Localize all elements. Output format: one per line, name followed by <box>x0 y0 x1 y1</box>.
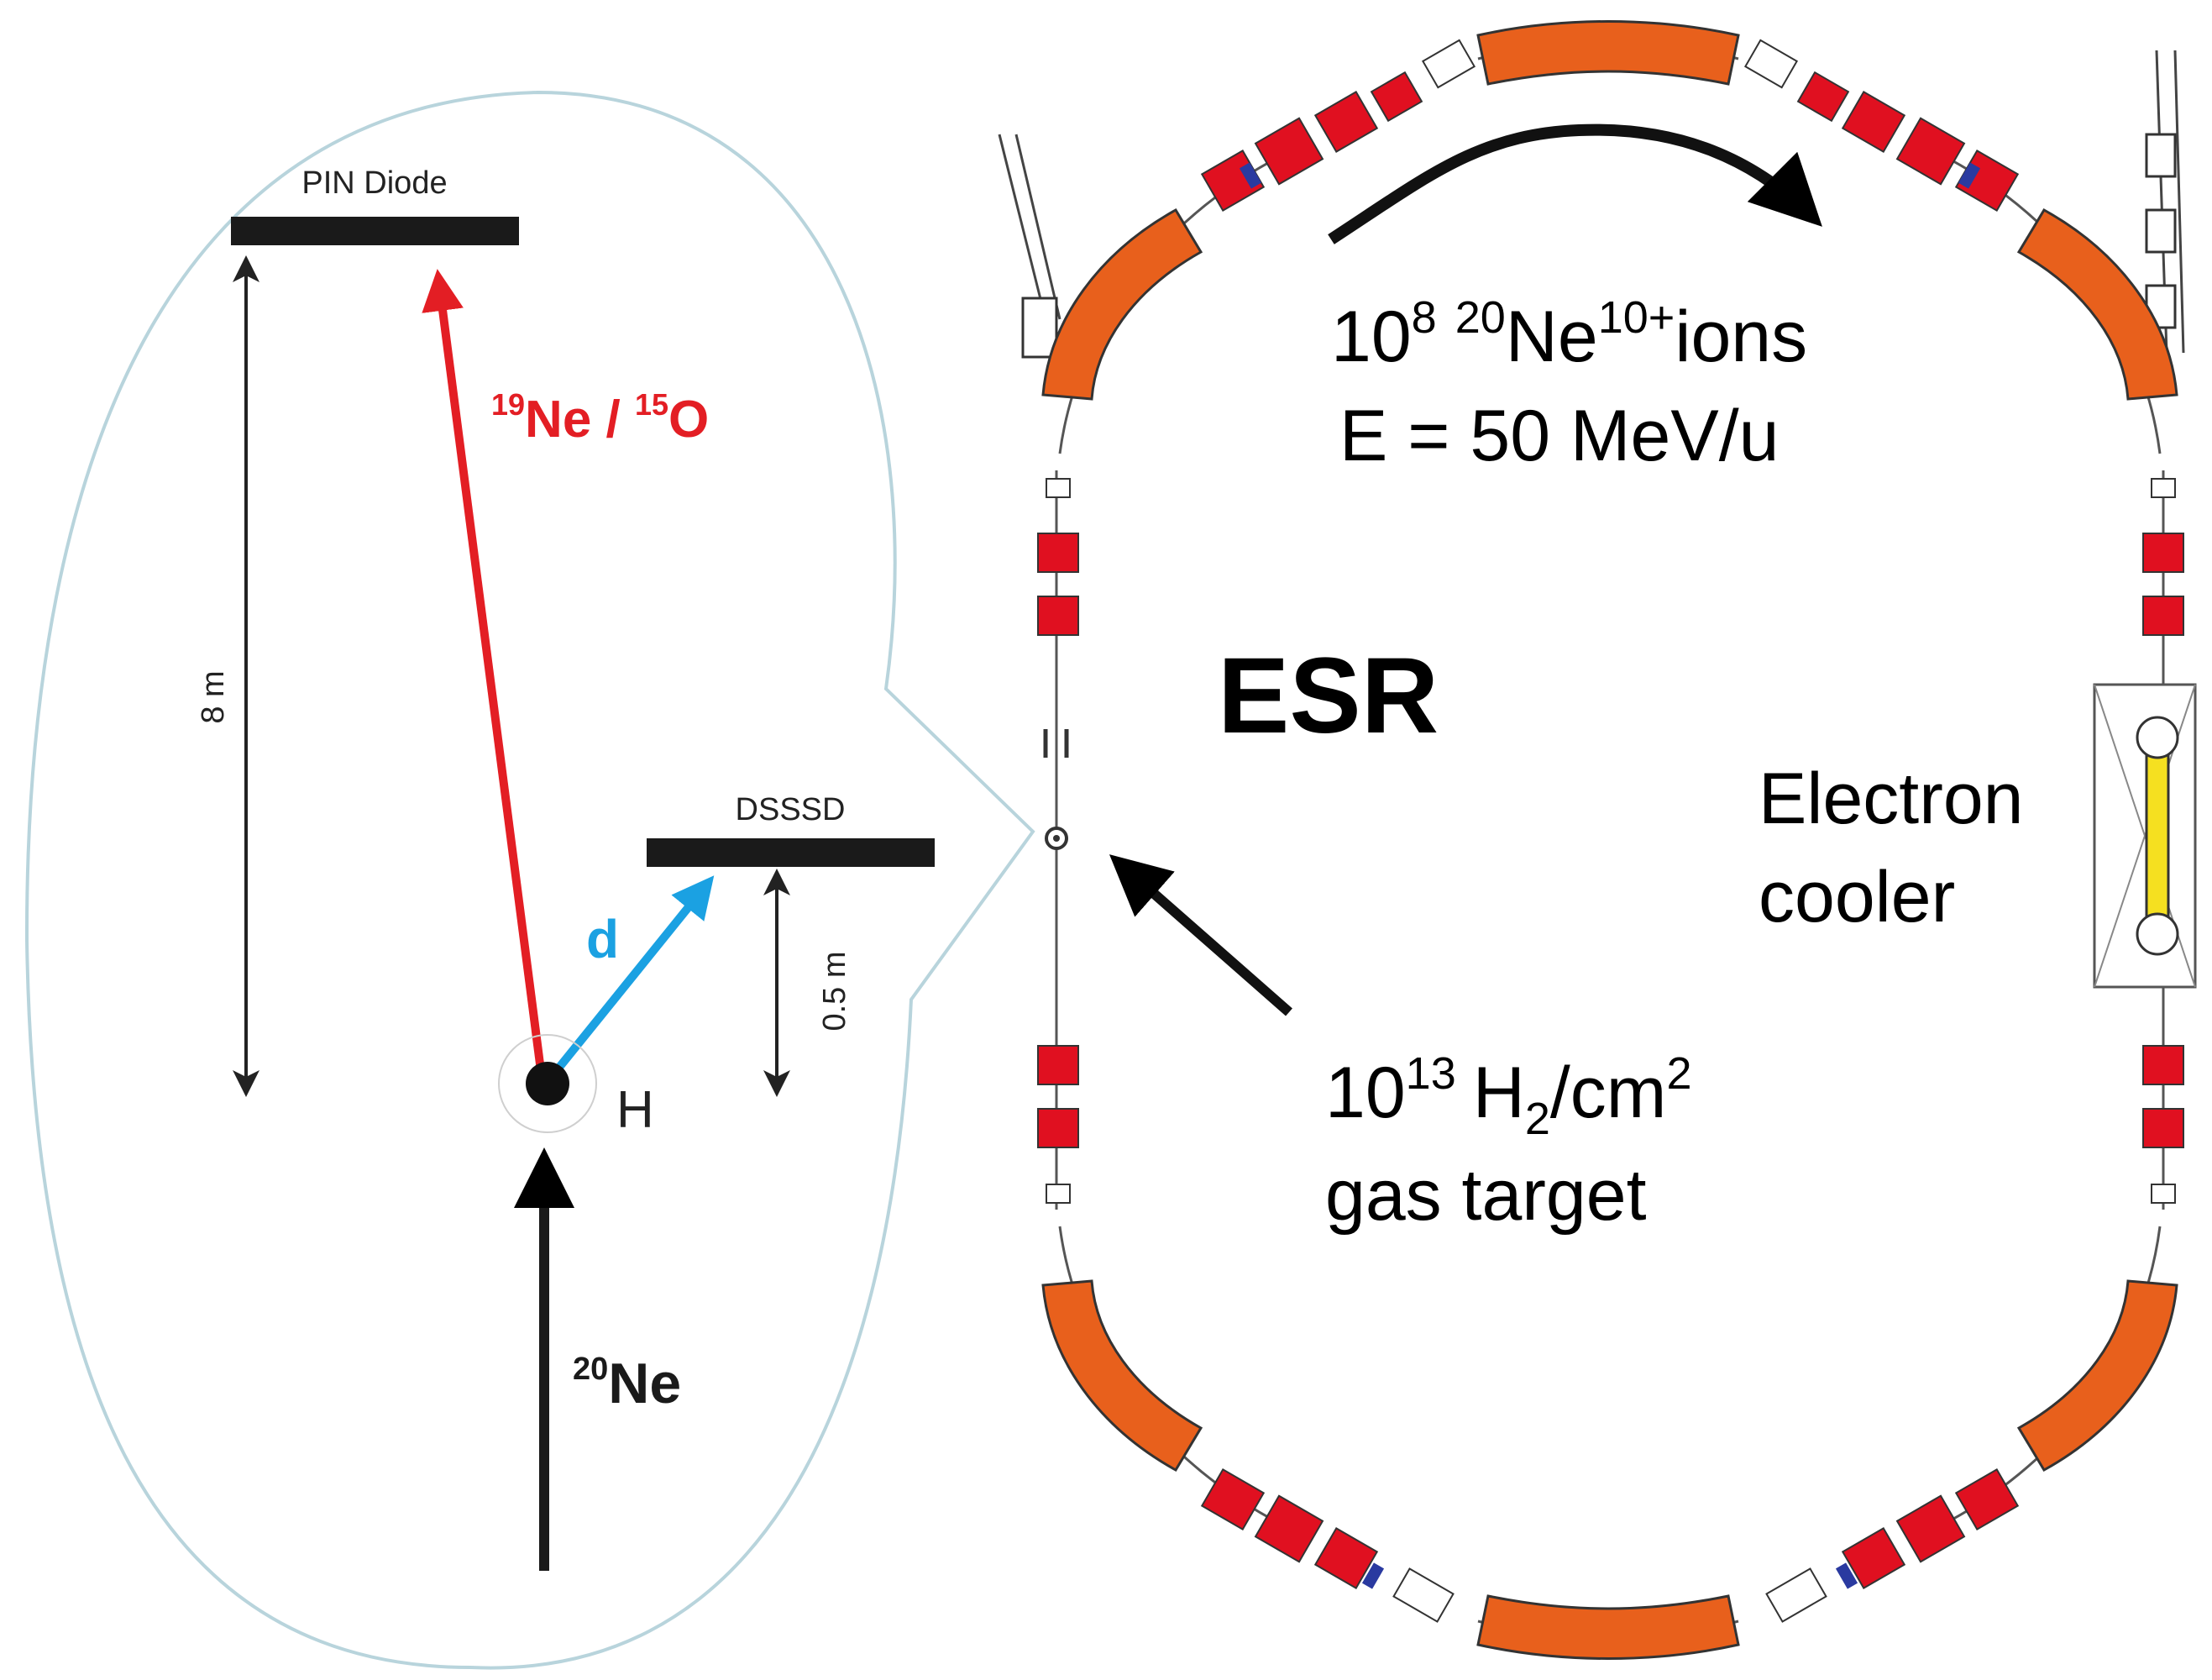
target-pointer-arrow-icon <box>1109 854 1292 1016</box>
cooler-label-line2: cooler <box>1759 857 1955 937</box>
cooler-label-line1: Electron <box>1759 759 2024 839</box>
quad-tl-4 <box>1370 71 1423 123</box>
target-atom-label: H <box>616 1081 654 1139</box>
quadrupoles-top-right <box>1743 39 2020 213</box>
beam-info-line2: E = 50 MeV/u <box>1339 396 1779 476</box>
coil-bl <box>1361 1562 1385 1589</box>
quad-bl-1 <box>1200 1467 1266 1531</box>
dipole-bottom-right <box>2016 1279 2178 1473</box>
quad-br-2 <box>1895 1494 1966 1563</box>
coil-tr <box>1958 162 1981 189</box>
quad-tl-3 <box>1313 90 1379 154</box>
quad-right-4 <box>2142 1108 2184 1148</box>
extraction-line-right-2 <box>2173 50 2185 354</box>
quad-right-3 <box>2142 1045 2184 1085</box>
quad-bl-2 <box>1254 1494 1324 1563</box>
box-br <box>1765 1567 1827 1623</box>
box-tl <box>1421 39 1476 89</box>
distance-05m-label: 0.5 m <box>817 951 852 1031</box>
quad-left-3 <box>1037 1045 1079 1085</box>
quad-br-1 <box>1954 1467 2020 1531</box>
stub-right-2 <box>2151 1184 2176 1204</box>
extraction-box-2 <box>2145 208 2177 254</box>
quad-right-1 <box>2142 533 2184 573</box>
stub-right-1 <box>2151 478 2176 498</box>
deuteron-label: d <box>586 909 619 969</box>
cooler-drift-tube <box>2145 746 2170 926</box>
pin-diode-label: PIN Diode <box>301 165 447 201</box>
quad-tl-2 <box>1254 117 1324 186</box>
ring-name: ESR <box>1218 636 1439 756</box>
heavy-ejectile-label: 19Ne / 15O <box>491 387 709 449</box>
target-info-line2: gas target <box>1325 1155 1647 1236</box>
quad-left-1 <box>1037 533 1079 573</box>
quadrupoles-bottom-left <box>1200 1467 1455 1623</box>
quadrupoles-left <box>1037 533 1079 1148</box>
ring-beamline <box>1055 39 2165 1641</box>
target-halo <box>498 1034 597 1133</box>
quad-left-2 <box>1037 596 1079 636</box>
deuteron-arrow <box>551 875 715 1077</box>
setup-callout: PIN Diode DSSSD 8 m 0.5 m H 19Ne / 15O d… <box>24 90 1035 1670</box>
box-tr <box>1743 39 1799 89</box>
cooler-collector <box>2136 912 2179 956</box>
quadrupoles-bottom-right <box>1765 1467 2020 1623</box>
callout-bubble <box>24 90 1035 1670</box>
dipole-top-right <box>2016 207 2178 401</box>
injection-box <box>1021 297 1058 359</box>
curved-arrow-icon <box>1328 123 1822 244</box>
dipole-top <box>1476 20 1740 86</box>
quadrupoles-right <box>2142 533 2184 1148</box>
injection-line-left-2 <box>1014 134 1061 320</box>
coil-br <box>1835 1562 1858 1589</box>
stub-left-2 <box>1046 1184 1071 1204</box>
quad-bl-3 <box>1313 1526 1379 1590</box>
dipole-bottom <box>1476 1594 1740 1660</box>
distance-8m-label: 8 m <box>196 670 231 723</box>
stub-left-1 <box>1046 478 1071 498</box>
quadrupoles-top-left <box>1200 39 1476 213</box>
dsssd-detector <box>647 838 935 867</box>
pin-diode-detector <box>231 217 519 245</box>
cooler-gun <box>2136 716 2179 759</box>
quad-left-4 <box>1037 1108 1079 1148</box>
quad-br-3 <box>1841 1526 1906 1590</box>
target-atom <box>526 1062 569 1105</box>
heavy-ejectile-arrow <box>422 269 547 1084</box>
electron-cooler <box>2093 683 2197 989</box>
box-bl <box>1392 1567 1455 1623</box>
extraction-box-1 <box>2145 133 2177 178</box>
quad-tr-4 <box>1796 71 1850 123</box>
quad-tr-2 <box>1895 117 1966 186</box>
dipole-bottom-left <box>1041 1279 1203 1473</box>
beam-label: 20Ne <box>573 1352 681 1415</box>
dipole-top-left <box>1041 207 1203 401</box>
coil-tl <box>1239 162 1262 189</box>
dsssd-label: DSSSD <box>736 792 846 827</box>
quad-right-2 <box>2142 596 2184 636</box>
gas-target-dot <box>1053 835 1060 842</box>
quad-tr-3 <box>1841 90 1906 154</box>
